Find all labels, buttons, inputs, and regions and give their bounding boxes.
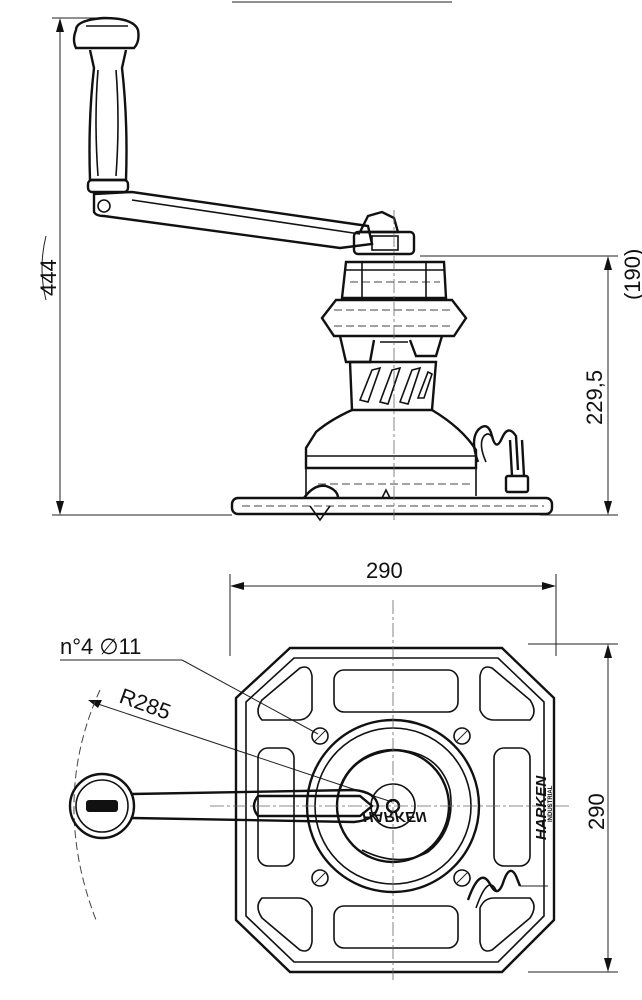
winch-handle-grip xyxy=(72,16,140,194)
plan-view: 290 290 n°4 ∅11 R285 xyxy=(60,558,618,980)
mounting-holes-callout: n°4 ∅11 xyxy=(60,634,319,735)
handle-swing-arc xyxy=(73,689,101,921)
base-cutout-right xyxy=(493,747,531,867)
winch-base-plate xyxy=(230,484,554,522)
drum-height-label: 229,5 xyxy=(582,370,607,425)
base-cutout-corner-tr xyxy=(479,666,535,721)
plan-hose xyxy=(466,869,548,909)
handle-socket xyxy=(352,210,416,256)
base-cutout-top xyxy=(333,669,459,713)
base-depth-dimension: 290 xyxy=(528,643,618,973)
base-depth-label: 290 xyxy=(584,793,609,830)
base-cutout-corner-bl xyxy=(257,897,313,952)
plan-handle: HARKEN xyxy=(68,772,427,840)
mounting-hole-tr xyxy=(453,727,471,745)
mounting-hole-tl xyxy=(311,727,329,745)
mounting-holes xyxy=(311,727,471,887)
plate-brand-sub: INDUSTRIAL xyxy=(548,785,554,822)
overall-height-label: 444 xyxy=(36,259,61,296)
handle-radius-callout: R285 xyxy=(73,683,393,921)
mounting-holes-label: n°4 ∅11 xyxy=(60,634,141,659)
base-cutout-corner-br xyxy=(479,897,535,952)
hydraulic-hose xyxy=(472,424,530,494)
base-cutout-corner-tl xyxy=(257,666,313,721)
handle-radius-label: R285 xyxy=(116,683,174,724)
winch-handle-arm xyxy=(92,190,374,250)
winch-drum-body xyxy=(348,360,438,412)
winch-base-housing xyxy=(304,408,478,499)
handle-brand-text: HARKEN xyxy=(362,808,427,825)
octagonal-base-plate xyxy=(234,646,556,974)
harken-logo-plate: HARKEN INDUSTRIAL xyxy=(533,775,554,840)
base-width-dimension: 290 xyxy=(229,558,557,656)
base-cutout-left xyxy=(257,747,295,867)
plate-brand-name: HARKEN xyxy=(533,775,550,840)
base-cutout-bottom xyxy=(333,905,459,949)
base-width-label: 290 xyxy=(366,558,403,583)
winch-drum-top xyxy=(340,260,448,300)
overall-height-dimension: 444 xyxy=(36,17,232,516)
drum-height-dimension: 229,5 xyxy=(420,255,618,516)
side-elevation-view: 444 229,5 (190) xyxy=(36,1,642,522)
mounting-hole-bl xyxy=(311,869,329,887)
side-partial-dimension: (190) xyxy=(620,249,642,300)
mounting-hole-br xyxy=(453,869,471,887)
